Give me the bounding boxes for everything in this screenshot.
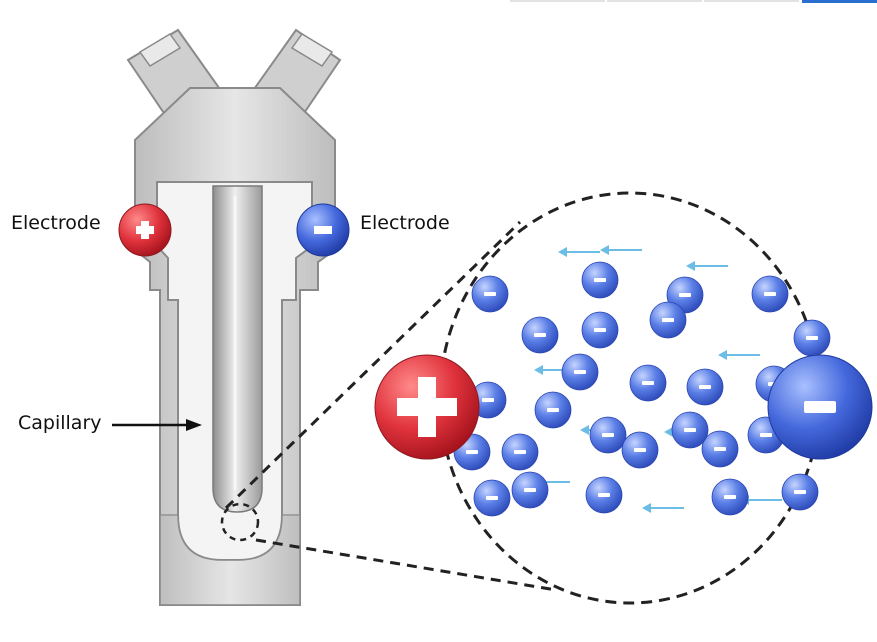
negative-particle <box>686 368 724 406</box>
capillary-pointer-arrow <box>112 419 202 431</box>
drift-arrow <box>686 261 728 271</box>
negative-particle <box>629 364 667 402</box>
negative-particle <box>793 319 831 357</box>
electrode-left-label: Electrode <box>11 212 101 234</box>
negative-particle <box>649 301 687 339</box>
zoom-source-circle <box>220 502 260 542</box>
negative-electrode-large <box>767 354 873 460</box>
negative-particle <box>585 476 623 514</box>
cell-base-channel <box>159 514 301 606</box>
negative-particle <box>711 478 749 516</box>
capillary-tube <box>212 185 263 513</box>
sample-cell <box>126 28 342 606</box>
tab-divider <box>510 0 605 2</box>
positive-electrode-large <box>374 354 480 460</box>
tab-divider <box>607 0 702 2</box>
top-tab-strip <box>510 0 877 3</box>
drift-arrow <box>718 350 760 360</box>
negative-particle <box>581 311 619 349</box>
drift-arrow <box>558 247 600 257</box>
drift-arrow <box>642 503 684 513</box>
active-tab-indicator <box>802 0 877 3</box>
negative-electrode-small <box>296 203 350 257</box>
negative-particle <box>511 471 549 509</box>
capillary-label: Capillary <box>18 412 102 434</box>
negative-particle <box>581 261 619 299</box>
negative-particle <box>621 431 659 469</box>
negative-particle <box>534 391 572 429</box>
negative-particle <box>781 473 819 511</box>
negative-particle <box>471 275 509 313</box>
positive-electrode-small <box>118 203 172 257</box>
electrode-right-label: Electrode <box>360 212 450 234</box>
negative-particle <box>671 411 709 449</box>
negative-particle <box>473 479 511 517</box>
negative-particle <box>561 353 599 391</box>
negative-particle <box>501 433 539 471</box>
drift-arrow <box>600 245 642 255</box>
zoom-line-top <box>224 220 522 510</box>
negative-particle <box>521 316 559 354</box>
tab-divider <box>704 0 799 2</box>
negative-particle <box>589 416 627 454</box>
negative-particle <box>701 430 739 468</box>
negative-particle <box>751 275 789 313</box>
